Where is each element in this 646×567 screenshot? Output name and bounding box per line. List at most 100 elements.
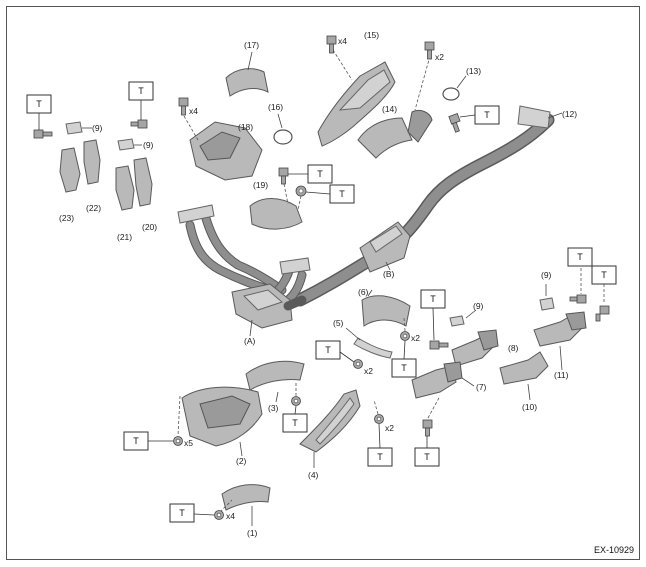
label-part-9-mid: (9) xyxy=(143,140,154,150)
leader-A xyxy=(249,319,253,337)
heat-shield-2-inner xyxy=(199,395,251,429)
nut-6 xyxy=(400,331,410,341)
torque-mark-12: T xyxy=(459,105,500,125)
bolt-11b xyxy=(595,305,610,322)
heat-shield-17 xyxy=(225,68,269,97)
bolt-14 xyxy=(424,41,435,60)
gasket-ring-16 xyxy=(273,129,293,145)
label-part-4: (4) xyxy=(308,470,319,480)
leader-11 xyxy=(559,345,563,371)
label-part-14: (14) xyxy=(382,104,397,114)
svg-text:T: T xyxy=(36,99,42,109)
label-part-8: (8) xyxy=(508,343,519,353)
gasket-9-left xyxy=(65,121,83,135)
qty-1: x4 xyxy=(226,511,235,521)
label-part-12: (12) xyxy=(562,109,577,119)
leader-12 xyxy=(547,112,563,119)
label-part-9-8: (9) xyxy=(473,301,484,311)
leader-13 xyxy=(456,75,467,89)
label-part-1: (1) xyxy=(247,528,258,538)
gasket-9-mid xyxy=(117,138,135,151)
heat-shield-6 xyxy=(361,295,411,327)
leader-10 xyxy=(527,383,531,401)
qty-5: x2 xyxy=(364,366,373,376)
label-part-2: (2) xyxy=(236,456,247,466)
nut-19 xyxy=(295,185,307,197)
svg-text:T: T xyxy=(377,452,383,462)
torque-mark-3: T xyxy=(282,405,308,433)
nut-3 xyxy=(291,396,301,406)
nut-4 xyxy=(374,414,384,424)
heat-cover-10 xyxy=(499,351,549,385)
bolt-19 xyxy=(278,167,289,185)
leader-7 xyxy=(461,377,475,387)
qty-6: x2 xyxy=(411,333,420,343)
leader-9-8 xyxy=(465,309,477,319)
heat-shield-3 xyxy=(245,360,305,391)
torque-mark-22: T xyxy=(128,81,154,120)
leader-dash-7 xyxy=(427,395,441,419)
nut-5 xyxy=(353,359,363,369)
leader-dash-19b xyxy=(297,195,302,211)
pipe-cover-21 xyxy=(115,165,135,211)
manifold-flange-left xyxy=(177,204,215,224)
rear-exhaust-pipe xyxy=(293,105,555,307)
torque-mark-2: T xyxy=(123,431,173,451)
torque-mark-5: T xyxy=(315,340,355,363)
label-part-16: (16) xyxy=(268,102,283,112)
leader-dash-14 xyxy=(414,55,431,111)
qty-18: x4 xyxy=(189,106,198,116)
figure-code: EX-10929 xyxy=(594,545,634,555)
label-part-23: (23) xyxy=(59,213,74,223)
bracket-5 xyxy=(353,337,393,359)
bolt-12 xyxy=(448,113,461,133)
center-catalyst-highlight xyxy=(369,225,403,253)
svg-text:T: T xyxy=(484,110,490,120)
pipe-section-14 xyxy=(407,109,433,143)
label-part-10: (10) xyxy=(522,402,537,412)
svg-text:T: T xyxy=(339,189,345,199)
svg-text:T: T xyxy=(601,270,607,280)
gasket-9-11 xyxy=(539,297,555,311)
torque-mark-23: T xyxy=(26,94,52,130)
torque-mark-1: T xyxy=(169,503,215,523)
bolt-left-22 xyxy=(130,119,148,129)
figure-frame xyxy=(6,6,640,560)
label-part-13: (13) xyxy=(466,66,481,76)
svg-text:T: T xyxy=(317,169,323,179)
leader-dash-6 xyxy=(403,317,406,332)
bolt-15 xyxy=(326,35,337,54)
label-part-17: (17) xyxy=(244,40,259,50)
leader-6 xyxy=(367,289,373,297)
qty-14: x2 xyxy=(435,52,444,62)
torque-mark-19: T xyxy=(305,184,355,204)
pipe-cover-22 xyxy=(83,139,101,185)
svg-text:T: T xyxy=(424,452,430,462)
heat-cover-11-end xyxy=(565,311,587,331)
label-part-7: (7) xyxy=(476,382,487,392)
pipe-cover-23 xyxy=(59,147,81,193)
leader-5 xyxy=(345,327,361,341)
svg-text:T: T xyxy=(292,418,298,428)
leader-dash-4 xyxy=(373,399,379,415)
svg-text:T: T xyxy=(179,508,185,518)
qty-4: x2 xyxy=(385,423,394,433)
torque-mark-4: T xyxy=(367,423,393,467)
qty-15: x4 xyxy=(338,36,347,46)
label-part-11: (11) xyxy=(554,370,569,380)
nut-1 xyxy=(214,510,224,520)
nut-2 xyxy=(173,436,183,446)
torque-mark-7: T xyxy=(414,436,440,467)
label-part-15: (15) xyxy=(364,30,379,40)
heat-shield-4-highlight xyxy=(315,397,355,445)
leader-dash-2 xyxy=(177,395,181,437)
label-part-9-right: (9) xyxy=(541,270,552,280)
label-part-21: (21) xyxy=(117,232,132,242)
label-part-A: (A) xyxy=(244,336,256,346)
bolt-11a xyxy=(569,294,587,304)
label-part-19: (19) xyxy=(253,180,268,190)
front-exhaust-manifold xyxy=(177,204,311,329)
bolt-left-23 xyxy=(33,129,53,139)
